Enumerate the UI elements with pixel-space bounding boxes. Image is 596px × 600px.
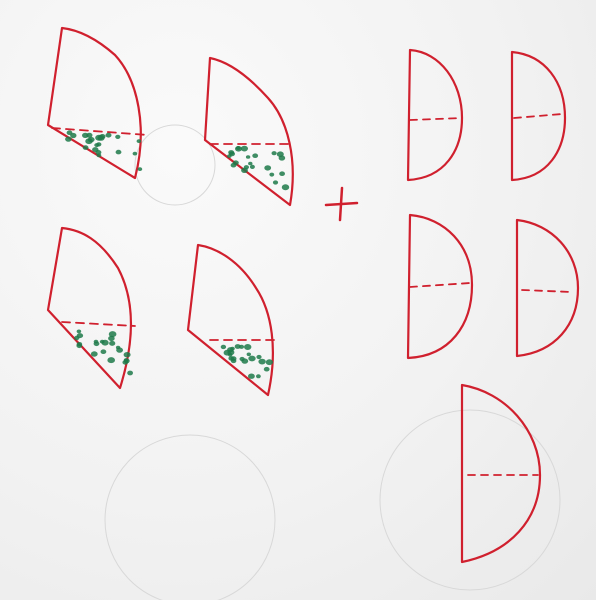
half-circle-dashed-line: [522, 290, 572, 292]
shading-dot: [94, 340, 99, 344]
sector-outline: [48, 28, 141, 178]
half-circle-shape: [462, 385, 540, 562]
shading-dot: [273, 180, 278, 184]
shading-dot: [231, 356, 237, 361]
shading-dot: [122, 360, 128, 365]
shading-dot: [247, 353, 251, 357]
shading-dot: [74, 336, 79, 340]
shading-dot: [85, 138, 92, 144]
shading-dot: [224, 350, 231, 356]
shading-dot: [98, 135, 105, 141]
shading-dot: [244, 165, 249, 169]
shading-dot: [236, 146, 241, 150]
sector-shape: [205, 58, 293, 205]
half-circle-dashed-line: [410, 283, 470, 287]
half-circle-outline: [408, 50, 462, 180]
shading-dot: [239, 345, 244, 349]
shading-dot: [230, 347, 235, 351]
half-circle-shape: [517, 220, 578, 356]
sector-dashed-line: [52, 128, 148, 135]
sector-shading-dots: [221, 344, 273, 379]
shading-dot: [266, 359, 273, 365]
shading-dot: [252, 153, 258, 158]
shading-dot: [106, 133, 112, 138]
shading-dot: [133, 152, 138, 156]
shading-dot: [102, 340, 109, 346]
shading-dot: [229, 152, 235, 157]
shading-dot: [272, 151, 277, 155]
sector-outline: [205, 58, 293, 205]
shading-dot: [101, 349, 107, 354]
shading-dot: [277, 151, 284, 157]
shading-dot: [269, 173, 274, 177]
shading-dot: [258, 359, 265, 365]
shading-dot: [248, 374, 255, 379]
half-circle-dashed-line: [410, 118, 462, 120]
shading-dot: [109, 341, 115, 346]
shading-dot: [138, 167, 143, 171]
shading-dot: [248, 162, 252, 166]
shading-dot: [256, 355, 261, 359]
sector-outline: [188, 245, 273, 395]
shading-dot: [67, 130, 73, 135]
shading-dot: [246, 155, 250, 159]
shading-dot: [241, 358, 248, 363]
shading-dot: [264, 165, 271, 170]
shading-dot: [65, 137, 72, 142]
shading-dot: [137, 139, 142, 143]
shading-dot: [250, 165, 255, 169]
sector-shading-dots: [227, 146, 289, 190]
shading-dot: [282, 184, 289, 190]
shading-dot: [76, 344, 82, 349]
sector-shape: [48, 228, 135, 388]
sector-shape: [48, 28, 148, 178]
half-circle-shape: [512, 52, 565, 180]
shading-dot: [95, 150, 101, 155]
sector-shading-dots: [65, 130, 142, 171]
sector-shape: [188, 245, 275, 395]
half-circle-shape: [408, 215, 472, 358]
shading-dot: [116, 150, 122, 155]
plus-sign: [326, 188, 357, 220]
shading-dot: [116, 347, 123, 352]
shading-dot: [91, 351, 98, 356]
shading-dot: [233, 160, 239, 165]
shading-dot: [256, 374, 261, 378]
half-circle-outline: [512, 52, 565, 180]
shading-dot: [248, 356, 255, 362]
faint-guide-circles: [105, 125, 560, 600]
shading-dot: [127, 371, 133, 376]
sector-dashed-line: [62, 322, 135, 326]
shading-dot: [115, 135, 120, 139]
shading-dot: [77, 330, 82, 334]
shading-dot: [221, 345, 226, 349]
half-circle-outline: [462, 385, 540, 562]
half-circle-outline: [517, 220, 578, 356]
shading-dot: [109, 331, 117, 337]
shading-dot: [264, 367, 270, 372]
shading-dot: [107, 357, 115, 363]
sector-outline: [48, 228, 131, 388]
shading-dot: [83, 145, 89, 150]
half-circle-shape: [408, 50, 462, 180]
half-circle-dashed-line: [514, 114, 562, 118]
shading-dot: [244, 344, 251, 350]
shading-dot: [124, 352, 131, 357]
shading-dot: [279, 171, 285, 176]
shading-dot: [94, 143, 99, 147]
